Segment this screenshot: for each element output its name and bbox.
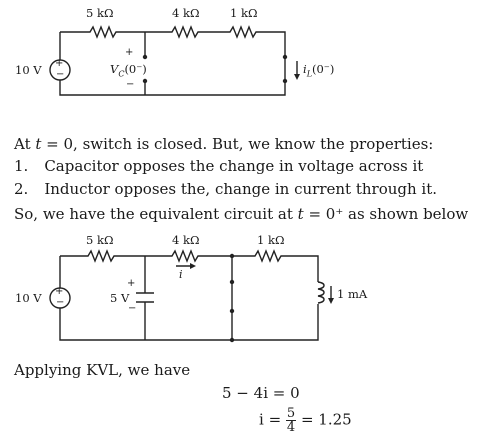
c1-cap-minus: −	[126, 79, 135, 90]
c2-cap-plus: +	[127, 278, 136, 289]
c1-source-label: 10 V	[15, 63, 42, 77]
c1-source-plus: +	[55, 58, 64, 69]
text-line-4: So, we have the equivalent circuit at t …	[14, 205, 469, 223]
list-item-2: 2.Inductor opposes the, change in curren…	[14, 180, 438, 198]
c2-r3-label: 1 kΩ	[257, 233, 285, 247]
c2-cap-minus: −	[128, 303, 137, 314]
c1-vc-label: VC(0⁻)	[110, 62, 147, 79]
kvl-equation-1: 5 − 4i = 0	[222, 384, 300, 402]
c2-source-label: 10 V	[15, 291, 42, 305]
text-line-1: At t = 0, switch is closed. But, we know…	[14, 135, 434, 153]
c2-cap-voltage-label: 5 V	[110, 291, 130, 305]
c2-source-plus: +	[55, 286, 64, 297]
kvl-intro: Applying KVL, we have	[14, 361, 191, 379]
c2-current-label: i	[179, 268, 183, 281]
c1-source-minus: −	[56, 69, 65, 80]
c1-r1-label: 5 kΩ	[86, 6, 114, 20]
c2-r1-label: 5 kΩ	[86, 233, 114, 247]
c1-cap-plus: +	[125, 47, 134, 58]
c2-source-minus: −	[56, 297, 65, 308]
list-item-1: 1.Capacitor opposes the change in voltag…	[14, 157, 424, 175]
c1-il-label: iL(0⁻)	[303, 62, 335, 79]
c2-inductor-current-label: 1 mA	[337, 287, 368, 301]
c1-r3-label: 1 kΩ	[230, 6, 258, 20]
c2-r2-label: 4 kΩ	[172, 233, 200, 247]
c1-r2-label: 4 kΩ	[172, 6, 200, 20]
